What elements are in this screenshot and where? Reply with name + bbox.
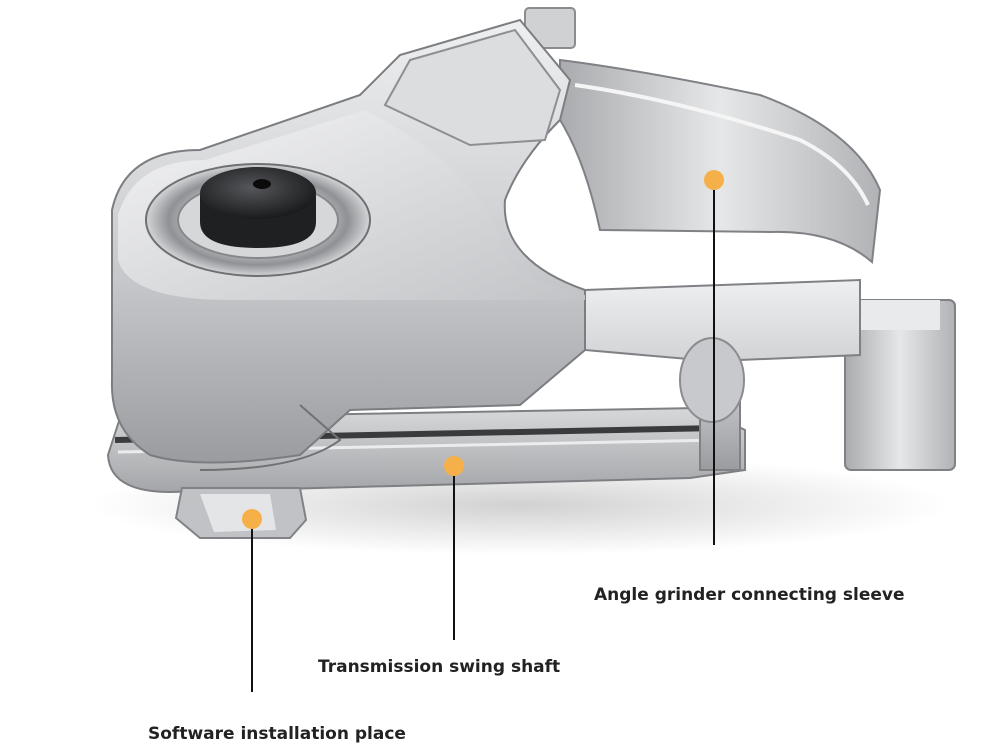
bottom-nut	[174, 487, 308, 539]
connecting-sleeve	[524, 7, 956, 471]
sleeve-marker-icon	[704, 170, 724, 190]
shaft-label: Transmission swing shaft	[318, 657, 561, 677]
sleeve-label: Angle grinder connecting sleeve	[594, 585, 905, 605]
shaft-marker-icon	[444, 456, 464, 476]
black-cap	[200, 167, 316, 248]
software-label: Software installation place	[148, 724, 406, 744]
software-marker-icon	[242, 509, 262, 529]
